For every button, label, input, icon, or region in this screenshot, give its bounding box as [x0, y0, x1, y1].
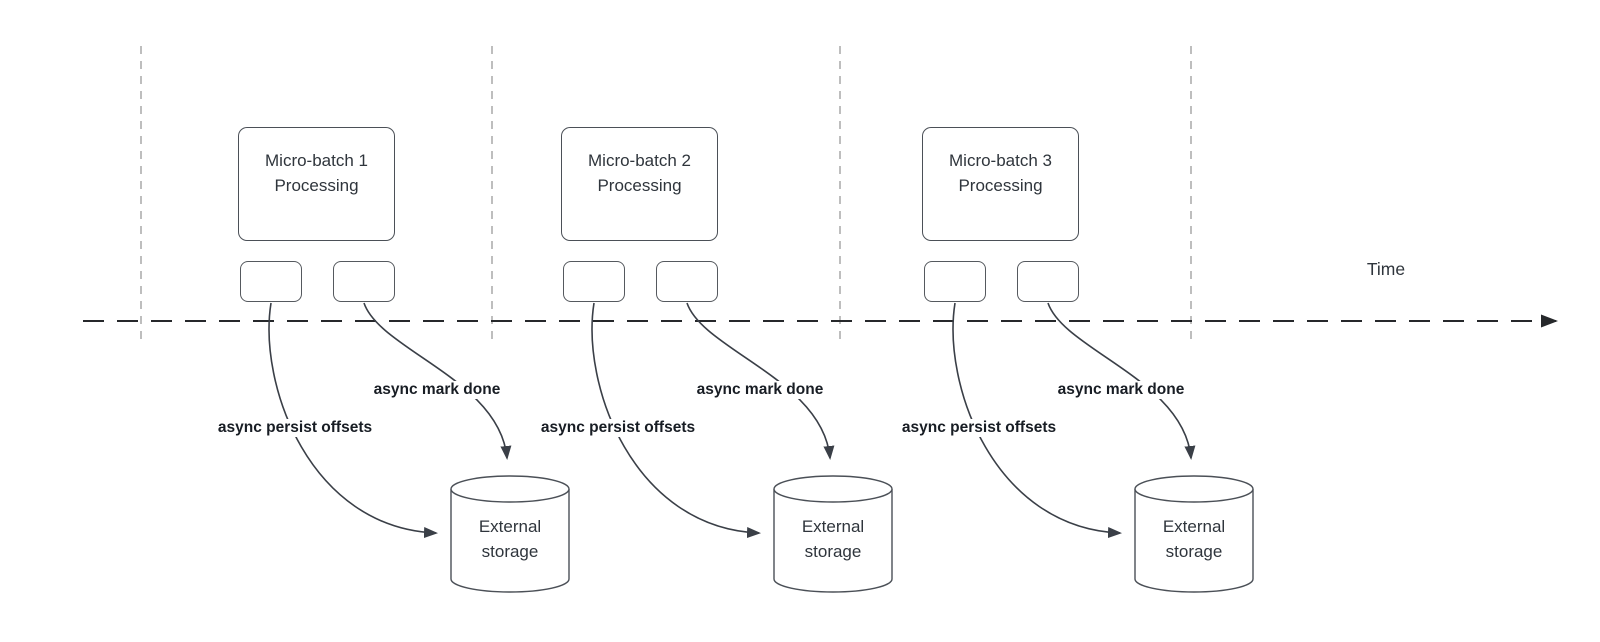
task-box-left: [563, 261, 625, 302]
micro-batch-title: Micro-batch 3 Processing: [949, 151, 1052, 195]
mark-done-label: async mark done: [370, 381, 504, 399]
persist-offsets-label: async persist offsets: [214, 419, 376, 437]
task-box-right: [333, 261, 395, 302]
external-storage-cylinder-top: [450, 475, 570, 503]
external-storage-cylinder-body: [773, 489, 893, 593]
external-storage-label: External storage: [801, 517, 865, 561]
external-storage-cylinder-top: [1134, 475, 1254, 503]
time-axis-label: Time: [1366, 259, 1406, 279]
micro-batch-processing-box: Micro-batch 1 Processing: [238, 127, 395, 241]
micro-batch-title: Micro-batch 1 Processing: [265, 151, 368, 195]
persist-offsets-arrow: [952, 302, 1122, 539]
persist-offsets-arrow: [591, 302, 761, 539]
external-storage-cylinder-body: [1134, 489, 1254, 593]
mark-done-arrow: [1047, 302, 1196, 460]
persist-offsets-arrow: [268, 302, 438, 539]
micro-batch-processing-box: Micro-batch 3 Processing: [922, 127, 1079, 241]
group-3-shapes: [952, 302, 1254, 593]
external-storage-label: External storage: [1162, 517, 1226, 561]
mark-done-label: async mark done: [1054, 381, 1188, 399]
micro-batch-title: Micro-batch 2 Processing: [588, 151, 691, 195]
mark-done-arrow: [686, 302, 835, 460]
task-box-left: [240, 261, 302, 302]
micro-batch-processing-box: Micro-batch 2 Processing: [561, 127, 718, 241]
external-storage-label: External storage: [478, 517, 542, 561]
persist-offsets-label: async persist offsets: [537, 419, 699, 437]
external-storage-cylinder-top: [773, 475, 893, 503]
external-storage-cylinder-body: [450, 489, 570, 593]
mark-done-label: async mark done: [693, 381, 827, 399]
task-box-left: [924, 261, 986, 302]
mark-done-arrow: [363, 302, 512, 460]
group-1-shapes: [268, 302, 570, 593]
task-box-right: [1017, 261, 1079, 302]
task-box-right: [656, 261, 718, 302]
persist-offsets-label: async persist offsets: [898, 419, 1060, 437]
group-2-shapes: [591, 302, 893, 593]
